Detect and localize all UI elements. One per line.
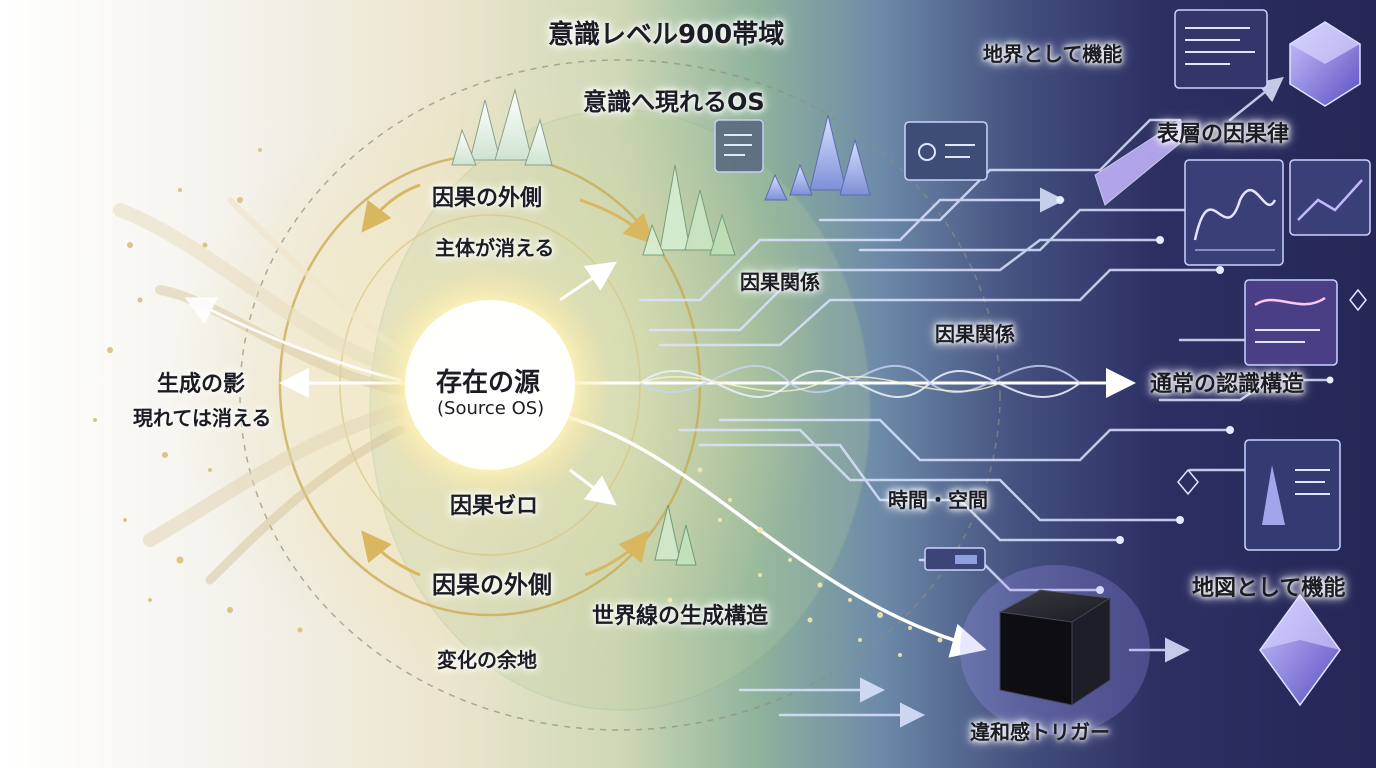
- label-map-function: 地図として機能: [1192, 576, 1346, 601]
- label-surface-causality: 表層の因果律: [1157, 122, 1290, 147]
- label-subject-vanishes: 主体が消える: [435, 236, 555, 260]
- core-arrow-down: [569, 468, 617, 506]
- ui-panel-top-small: [714, 119, 764, 173]
- label-shadow-of-generation: 生成の影: [157, 372, 246, 397]
- chart-panel-icon: [1184, 159, 1284, 266]
- ring-arrow-top-left: [361, 183, 421, 233]
- left-particles: [93, 148, 303, 633]
- ring-arrow-bottom-right: [584, 530, 649, 577]
- outer-dashed-ring: [239, 59, 1001, 731]
- chart-panel-icon: [1289, 159, 1371, 236]
- arrow-to-trigger: [559, 413, 987, 658]
- core-disc: [405, 300, 575, 470]
- os-ring: [369, 109, 871, 711]
- core-title: 存在の源: [436, 368, 541, 398]
- gold-inner-ring: [339, 214, 641, 556]
- label-outside-causality-bottom: 因果の外側: [432, 571, 552, 599]
- ui-panel-small: [924, 547, 986, 571]
- cube-icon: [960, 565, 1150, 735]
- core-subtitle: (Source OS): [437, 398, 545, 419]
- label-causal-relation-2: 因果関係: [935, 322, 1015, 346]
- ui-panel-crystal: [1244, 439, 1341, 551]
- ring-arrow-top-right: [579, 198, 655, 245]
- core-arrow-up: [559, 261, 617, 302]
- wave-band: [639, 364, 1081, 398]
- label-time-space: 時間・空間: [888, 488, 988, 512]
- chart-panel-icon: [1244, 279, 1338, 366]
- label-causality-zero: 因果ゼロ: [450, 494, 539, 519]
- diamond-icon: [1177, 288, 1367, 496]
- crystal-icon: [451, 88, 553, 166]
- label-room-for-change: 変化の余地: [437, 648, 537, 672]
- label-ground-function: 地界として機能: [983, 42, 1123, 66]
- worldline-stream: [667, 467, 943, 657]
- label-outside-causality-top: 因果の外側: [432, 186, 543, 211]
- prism-icon: [1094, 119, 1191, 206]
- ring-arrow-bottom-left: [361, 530, 421, 577]
- label-appear-and-vanish: 現れては消える: [133, 406, 272, 430]
- label-causal-relation-1: 因果関係: [740, 270, 820, 294]
- crystal-icon: [654, 504, 697, 566]
- crystal-icon: [764, 114, 871, 201]
- outer-ring-label: 意識へ現れるOS: [583, 88, 765, 116]
- ui-panel-sun: [904, 121, 988, 181]
- ui-panel-code: [1174, 9, 1268, 89]
- crystal-icon: [642, 164, 736, 256]
- diagram-title: 意識レベル900帯域: [548, 20, 785, 50]
- label-worldline-structure: 世界線の生成構造: [592, 604, 769, 629]
- left-streams: [113, 197, 407, 585]
- label-normal-recognition: 通常の認識構造: [1150, 372, 1305, 397]
- diamond-icon: [1259, 593, 1341, 707]
- label-discomfort-trigger: 違和感トリガー: [970, 720, 1110, 744]
- diamond-icon: [1289, 21, 1361, 107]
